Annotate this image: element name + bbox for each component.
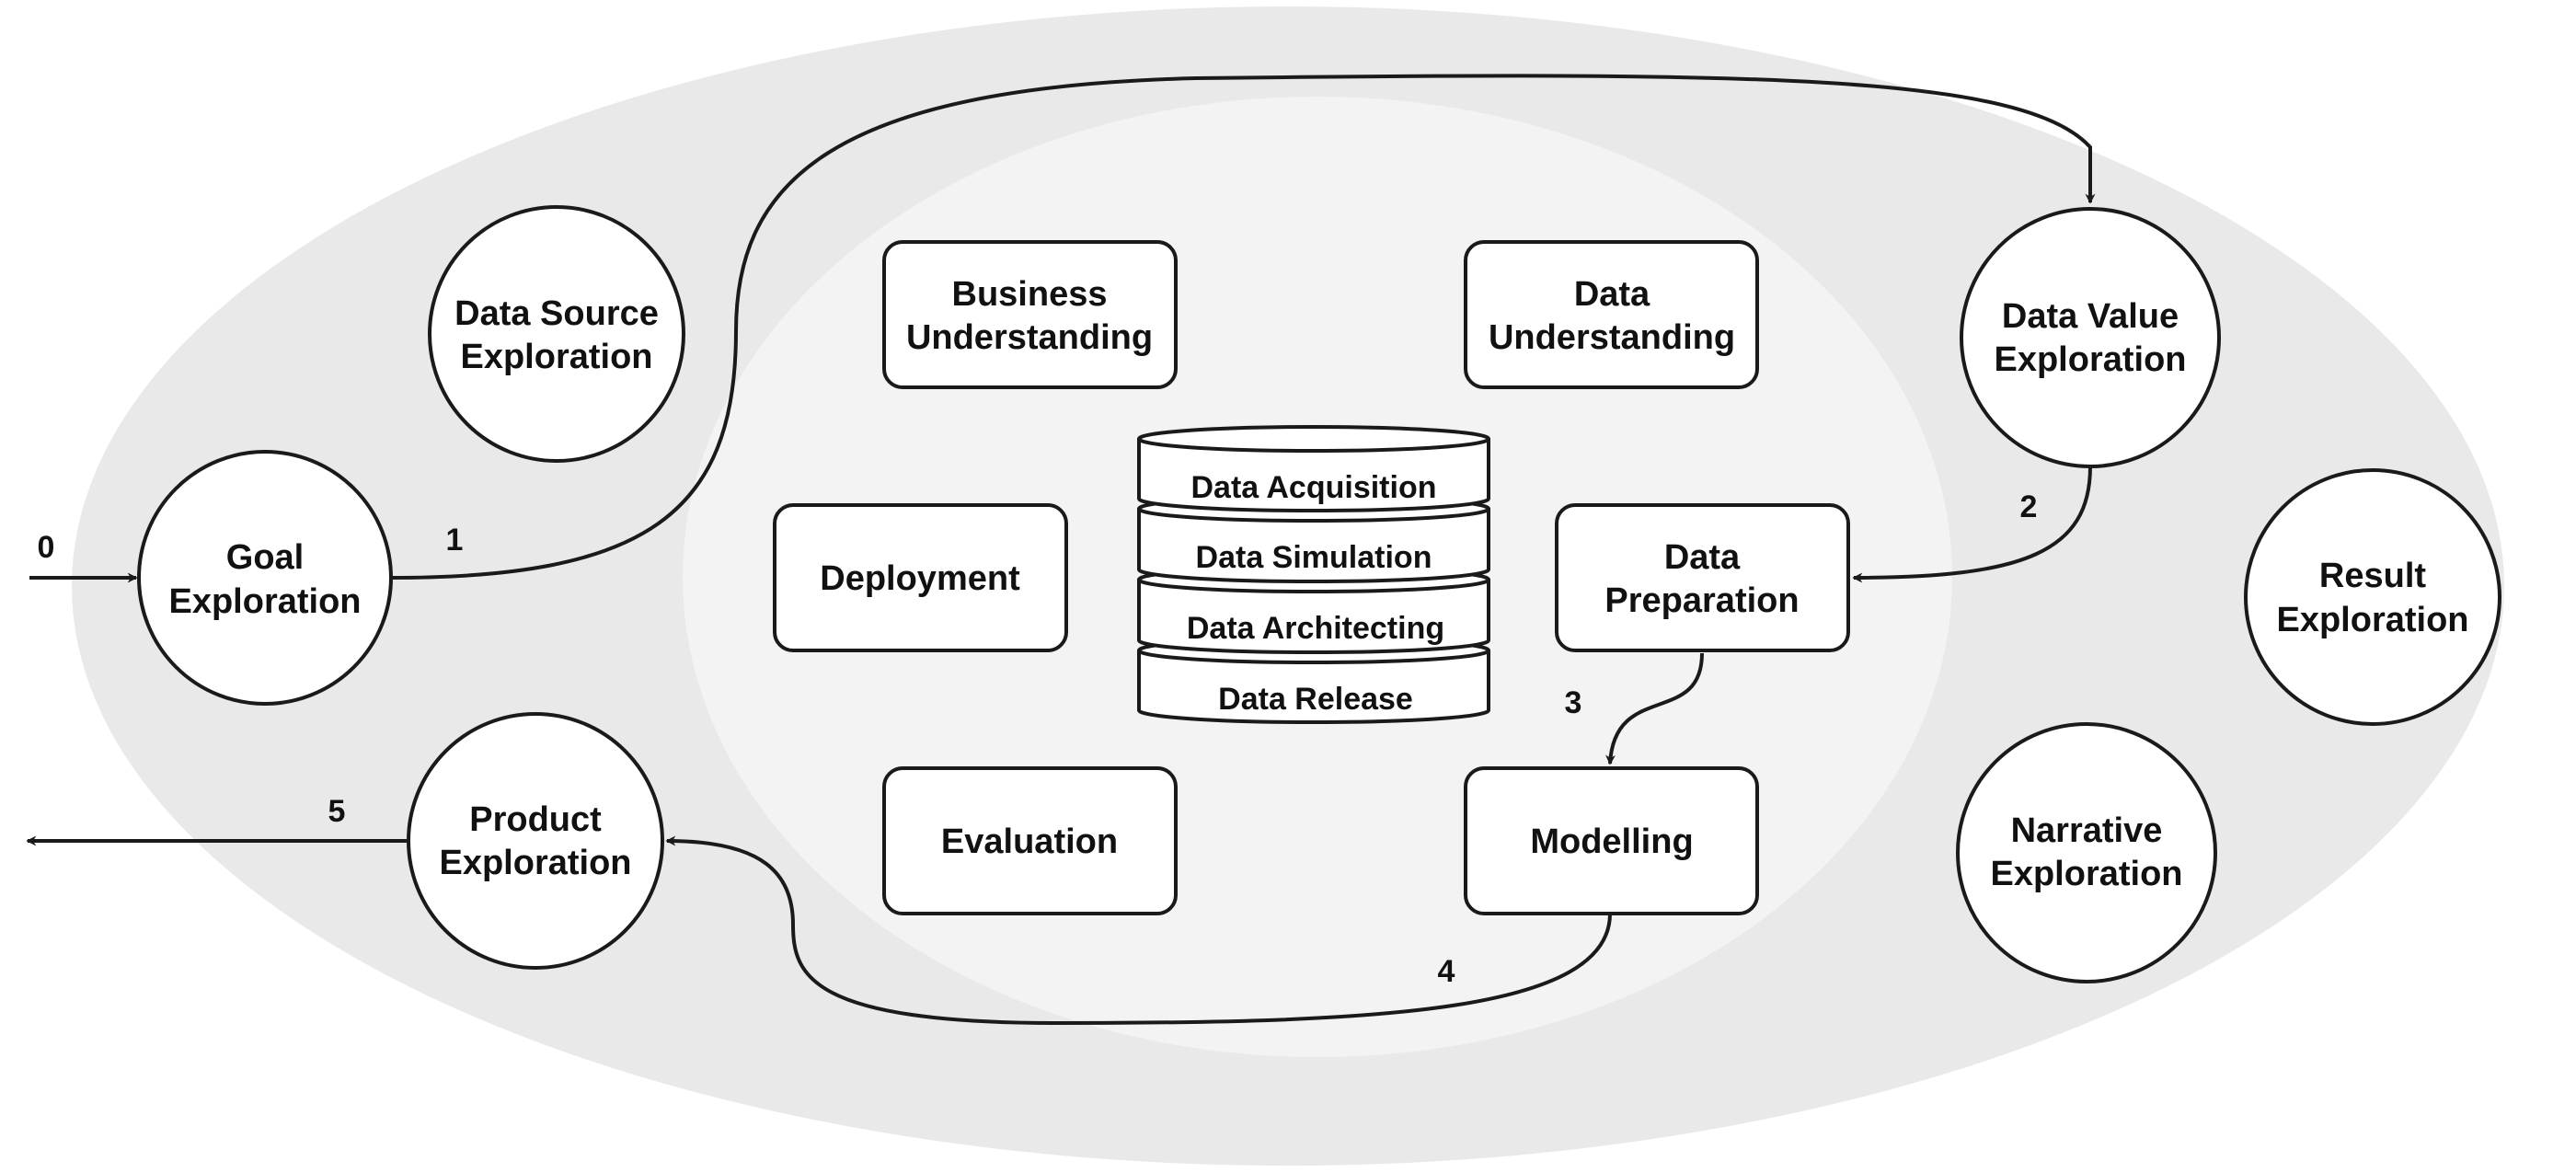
stack-label: Data Simulation	[1196, 540, 1432, 575]
data-stack: Data Release Data Architecting Data Simu…	[1137, 425, 1490, 724]
node-result-exploration: Result Exploration	[2244, 468, 2501, 726]
stack-label: Data Acquisition	[1191, 470, 1437, 505]
node-label-line: Data Source	[454, 294, 659, 333]
flow-arrow-1	[390, 74, 2096, 580]
box-data-understanding: Data Understanding	[1464, 240, 1759, 389]
node-label-line: Exploration	[460, 338, 652, 376]
box-evaluation: Evaluation	[882, 766, 1178, 915]
stack-disk-data-acquisition: Data Acquisition	[1137, 425, 1490, 512]
stack-label: Data Release	[1218, 682, 1413, 717]
node-narrative-exploration: Narrative Exploration	[1956, 722, 2217, 983]
flow-label-2: 2	[2020, 489, 2038, 524]
box-label-line: Deployment	[820, 559, 1020, 598]
box-modelling: Modelling	[1464, 766, 1759, 915]
box-label-line: Evaluation	[941, 822, 1118, 861]
node-label-line: Narrative	[2011, 811, 2163, 850]
node-label-line: Exploration	[2276, 601, 2468, 639]
flow-label-1: 1	[446, 523, 464, 558]
node-product-exploration: Product Exploration	[407, 712, 664, 970]
node-goal-exploration: Goal Exploration	[137, 450, 393, 706]
node-label-line: Exploration	[439, 844, 631, 882]
node-data-source-exploration: Data Source Exploration	[428, 205, 685, 463]
flow-arrow-3	[1605, 652, 1704, 765]
box-label-line: Modelling	[1530, 822, 1693, 861]
box-label-line: Understanding	[1489, 318, 1735, 357]
flow-label-4: 4	[1438, 954, 1455, 989]
box-deployment: Deployment	[773, 503, 1068, 652]
node-label-line: Product	[469, 800, 602, 839]
flow-arrow-4	[665, 835, 1612, 1026]
node-label-line: Data Value	[2002, 297, 2179, 336]
flow-label-0: 0	[38, 530, 55, 565]
node-label-line: Result	[2319, 557, 2426, 595]
box-label-line: Data	[1664, 538, 1741, 577]
node-label-line: Exploration	[168, 582, 361, 621]
box-label-line: Business	[952, 275, 1108, 314]
node-data-value-exploration: Data Value Exploration	[1960, 207, 2221, 468]
box-business-understanding: Business Understanding	[882, 240, 1178, 389]
flow-arrow-2	[1852, 466, 2092, 583]
box-label-line: Preparation	[1604, 581, 1799, 620]
box-label-line: Understanding	[906, 318, 1153, 357]
stack-label: Data Architecting	[1187, 611, 1444, 646]
box-data-preparation: Data Preparation	[1555, 503, 1850, 652]
node-label-line: Exploration	[1994, 340, 2186, 379]
node-label-line: Exploration	[1990, 855, 2182, 893]
box-label-line: Data	[1574, 275, 1650, 314]
node-label-line: Goal	[226, 538, 304, 577]
flow-label-3: 3	[1565, 685, 1582, 720]
flow-label-5: 5	[328, 794, 346, 829]
